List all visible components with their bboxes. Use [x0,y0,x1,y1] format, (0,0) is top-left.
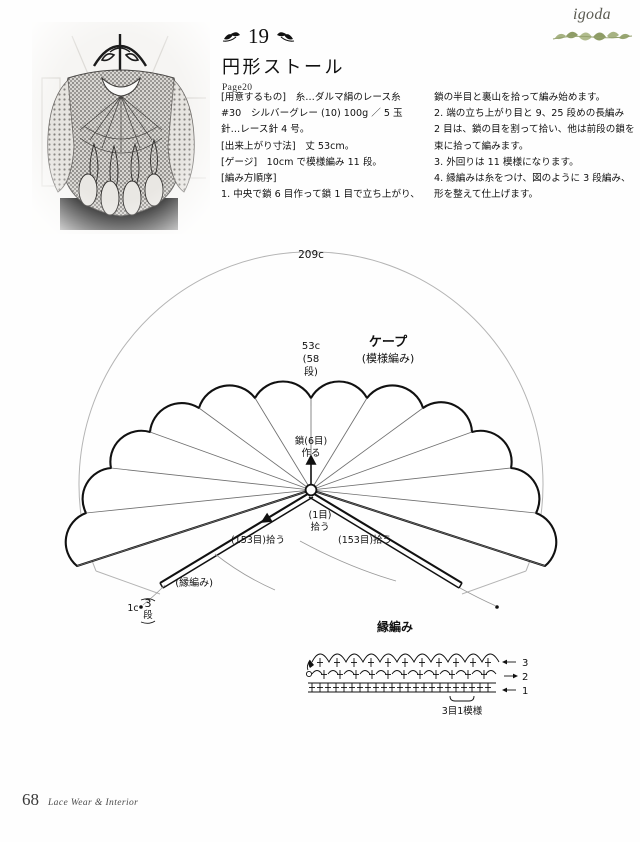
radial-section-lines [76,397,546,567]
pick-one-stitch-verb-label: 拾う [310,521,329,533]
pattern-page-reference: Page20 [222,83,253,93]
left-arrow-icon [502,659,516,665]
leader-lines [139,540,499,609]
repeat-brace-icon [449,695,475,702]
outer-circumference-label: 209c [298,249,324,261]
row2-turning-chain-icon [305,670,313,678]
leaf-flourish-left-icon [222,30,242,44]
left-arrow-icon [502,687,516,693]
instruction-line: 3. 外回りは 11 模様になります。 [434,156,579,168]
edging-band-right [308,491,463,589]
row-markers: 3 2 1 [502,658,528,697]
right-arrow-icon [504,673,518,679]
instruction-line: [用意するもの] 糸…ダルマ絹のレース糸 [221,92,401,103]
instruction-line: 針…レース針 4 号。 [221,124,310,136]
instruction-line: [編み方順序] [221,173,277,185]
cape-stitch-label: (模様編み) [362,351,415,365]
instruction-line: 4. 縁編みは糸をつけ、図のように 3 段編み、 [434,173,631,185]
pattern-title: 円形ストール [222,57,345,78]
instruction-line: [出来上がり寸法] 丈 53cm。 [221,140,355,152]
corner-size-label: 1c [127,603,138,614]
instructions-left-column: [用意するもの] 糸…ダルマ絹のレース糸 #30 シルバーグレー (10) 10… [221,90,429,203]
page-footer: 68 Lace Wear & Interior [22,790,138,810]
edging-callout-label: (縁編み) [175,576,213,589]
pick-one-stitch-label: (1目) [309,510,332,521]
pick-left-label: (153目)拾う [231,534,285,546]
corner-brace-icon [140,598,156,624]
footer-book-title: Lace Wear & Interior [48,798,139,808]
row-marker-1: 1 [522,686,528,697]
pick-right-label: (153目)拾う [338,534,392,546]
repeat-label: 3目1模様 [442,705,483,716]
length-rows-label: (58 [303,354,320,365]
center-chain-label: 鎖(6目) [295,435,327,447]
instruction-line: 形を整えて仕上げます。 [434,189,539,201]
center-chain-arrow-icon [305,454,317,484]
pattern-number-line: 19 [222,26,422,47]
length-label: 53c [302,341,320,352]
pattern-heading: 19 円形ストール Page20 [222,26,422,94]
length-rows-unit-label: 段) [304,365,318,378]
instruction-line: 1. 中央で鎖 6 目作って鎖 1 目で立ち上がり、 [221,189,420,201]
circular-lace-stole-photo [32,22,210,234]
instruction-line: 鎖の半目と裏山を拾って編み始めます。 [434,92,606,103]
row-marker-3: 3 [522,658,528,669]
pick-stitch-arrow-icon [260,494,307,523]
instruction-line: [ゲージ] 10cm で模様編み 11 段。 [221,156,383,168]
corner-rows-label: 3 [145,597,152,610]
center-chain-make-label: 作る [301,447,320,459]
edging-chart-title: 縁編み [376,620,413,634]
instruction-line: #30 シルバーグレー (10) 100g ／ 5 玉 [221,108,403,120]
floral-vine-ornament-icon [548,25,636,45]
photo-frame [32,22,210,234]
watermark-text: igoda [573,6,611,23]
pattern-number: 19 [248,24,269,48]
circular-stole-schematic: 209c 53c (58 段) ケープ (模様編み) 鎖(6目) 作る (1目)… [0,236,640,626]
instruction-line: 束に拾って編みます。 [434,140,529,152]
instructions-right-column: 鎖の半目と裏山を拾って編み始めます。 2. 端の立ち上がり目と 9、25 段めの… [434,90,635,203]
edging-row-1 [308,682,496,693]
yarn-start-marker-icon [306,659,314,671]
edging-chart-svg: 3 2 1 3目1模様 [305,653,528,716]
footer-page-number: 68 [22,790,39,809]
outer-guide-arc [78,251,544,595]
corner-rows-unit-label: 段 [143,609,153,621]
edging-row-2 [305,669,497,680]
leaf-flourish-right-icon [275,30,295,44]
watermark: igoda [548,6,636,45]
cape-name-label: ケープ [369,335,408,350]
center-ring-icon [304,483,318,497]
instruction-line: 2 目は、鎖の目を割って拾い、他は前段の鎖を [434,124,635,136]
edging-row-3 [306,653,500,671]
instruction-line: 2. 端の立ち上がり目と 9、25 段めの長編み [434,108,625,120]
edging-chart: 縁編み [300,618,550,716]
row-marker-2: 2 [522,672,528,683]
